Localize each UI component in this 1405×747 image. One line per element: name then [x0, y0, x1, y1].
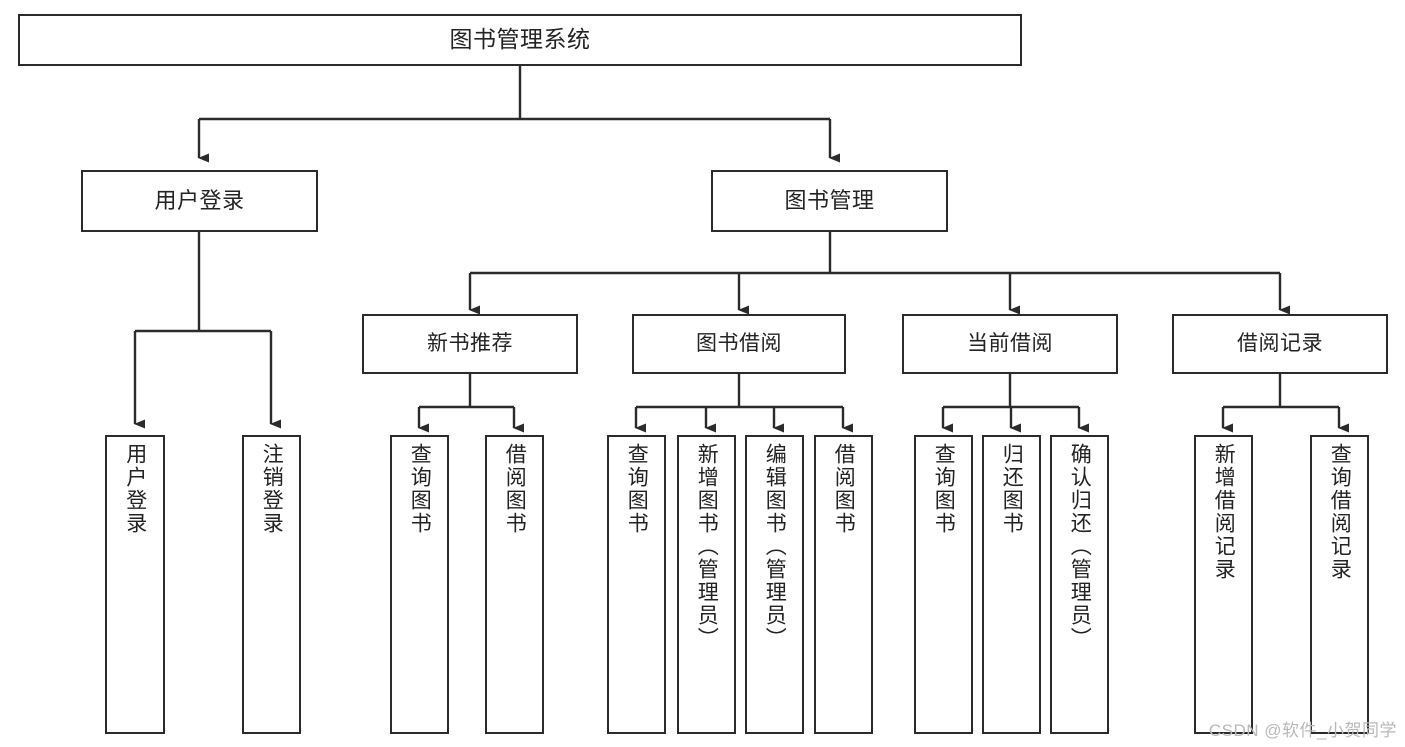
node-leaf-query-record-label: 查询借阅记录: [1328, 443, 1352, 581]
node-leaf-user-logout[interactable]: 注销登录: [242, 435, 301, 734]
node-leaf-return-book-label: 归还图书: [1000, 443, 1024, 535]
node-current-borrow[interactable]: 当前借阅: [902, 314, 1118, 374]
node-book-manage[interactable]: 图书管理: [711, 170, 948, 232]
node-leaf-borrow-book-2[interactable]: 借阅图书: [814, 435, 873, 734]
node-new-book-recommend-label: 新书推荐: [427, 332, 513, 356]
node-leaf-query-book-2-label: 查询图书: [625, 443, 649, 535]
node-root-system[interactable]: 图书管理系统: [18, 14, 1022, 66]
node-leaf-user-logout-label: 注销登录: [260, 443, 284, 535]
node-leaf-confirm-return-label: 确认归还（管理员）: [1068, 443, 1092, 650]
node-leaf-borrow-book-1[interactable]: 借阅图书: [485, 435, 544, 734]
node-root-system-label: 图书管理系统: [449, 26, 591, 53]
node-leaf-query-book-1[interactable]: 查询图书: [390, 435, 449, 734]
node-leaf-query-record[interactable]: 查询借阅记录: [1310, 435, 1369, 734]
node-leaf-return-book[interactable]: 归还图书: [982, 435, 1041, 734]
node-leaf-edit-book-label: 编辑图书（管理员）: [763, 443, 787, 650]
node-book-borrow[interactable]: 图书借阅: [632, 314, 846, 374]
node-user-login-label: 用户登录: [154, 187, 245, 213]
node-user-login[interactable]: 用户登录: [81, 170, 318, 232]
node-leaf-add-record-label: 新增借阅记录: [1212, 443, 1236, 581]
node-new-book-recommend[interactable]: 新书推荐: [362, 314, 578, 374]
node-book-manage-label: 图书管理: [784, 187, 875, 213]
node-leaf-query-book-2[interactable]: 查询图书: [607, 435, 666, 734]
node-leaf-edit-book[interactable]: 编辑图书（管理员）: [745, 435, 804, 734]
node-leaf-add-book-label: 新增图书（管理员）: [695, 443, 719, 650]
node-borrow-record[interactable]: 借阅记录: [1172, 314, 1388, 374]
node-leaf-add-book[interactable]: 新增图书（管理员）: [677, 435, 736, 734]
node-leaf-borrow-book-2-label: 借阅图书: [832, 443, 856, 535]
node-leaf-confirm-return[interactable]: 确认归还（管理员）: [1050, 435, 1109, 734]
node-book-borrow-label: 图书借阅: [696, 332, 782, 356]
node-leaf-user-login-label: 用户登录: [123, 443, 147, 535]
node-leaf-user-login[interactable]: 用户登录: [105, 435, 165, 734]
node-leaf-query-book-3[interactable]: 查询图书: [914, 435, 973, 734]
node-borrow-record-label: 借阅记录: [1237, 332, 1323, 356]
node-current-borrow-label: 当前借阅: [967, 332, 1053, 356]
node-leaf-query-book-3-label: 查询图书: [932, 443, 956, 535]
node-leaf-borrow-book-1-label: 借阅图书: [503, 443, 527, 535]
csdn-watermark: CSDN @软件_小贺同学: [1208, 721, 1397, 740]
node-leaf-add-record[interactable]: 新增借阅记录: [1194, 435, 1253, 734]
node-leaf-query-book-1-label: 查询图书: [408, 443, 432, 535]
